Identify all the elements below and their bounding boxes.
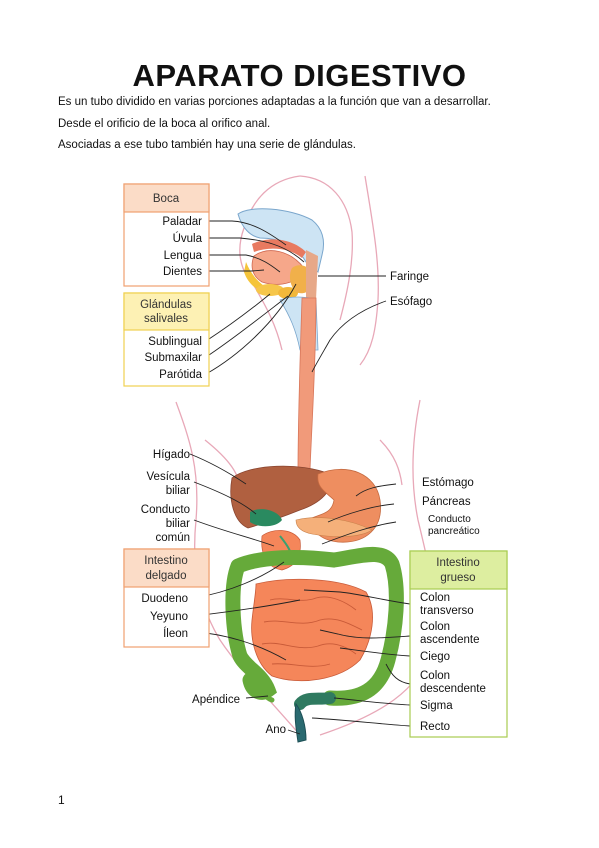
label-estomago: Estómago <box>422 477 474 489</box>
sigmoid <box>294 692 336 710</box>
box-delgado-header-1: Intestino <box>144 555 187 567</box>
label-ileon: Íleon <box>163 627 188 640</box>
label-colon-descendente-1: Colon <box>420 670 450 682</box>
label-colon-ascendente-1: Colon <box>420 621 450 633</box>
label-lengua: Lengua <box>164 250 203 262</box>
label-parotida: Parótida <box>159 369 202 381</box>
label-colon-transverso-1: Colon <box>420 592 450 604</box>
label-ano: Ano <box>266 724 286 736</box>
label-uvula: Úvula <box>173 232 203 245</box>
label-colon-ascendente-2: ascendente <box>420 634 479 646</box>
page-number: 1 <box>58 793 65 807</box>
box-glandulas-header-1: Glándulas <box>140 299 192 311</box>
box-intestino-delgado: Intestino delgado Duodeno Yeyuno Íleon <box>123 548 210 648</box>
box-grueso-header-2: grueso <box>440 572 475 584</box>
sublingual-gland <box>256 284 284 296</box>
small-intestine <box>251 578 373 682</box>
abdominal-organs <box>225 465 404 743</box>
label-pancreas: Páncreas <box>422 496 471 508</box>
label-conducto-biliar-1: Conducto <box>141 504 190 516</box>
box-intestino-grueso: Intestino grueso Colon transverso Colon … <box>409 550 508 738</box>
label-yeyuno: Yeyuno <box>150 611 188 623</box>
box-grueso-header-1: Intestino <box>436 557 479 569</box>
label-conducto-biliar-3: común <box>155 532 190 544</box>
large-intestine <box>225 546 404 706</box>
box-boca-header: Boca <box>153 193 180 205</box>
box-delgado-header-2: delgado <box>146 570 187 582</box>
intro-line-2: Desde el orificio de la boca al orifico … <box>58 118 271 130</box>
page-title: APARATO DIGESTIVO <box>132 58 467 93</box>
label-conducto-biliar-2: biliar <box>166 518 190 530</box>
label-colon-descendente-2: descendente <box>420 683 486 695</box>
label-apendice: Apéndice <box>192 694 240 706</box>
intro-line-3: Asociadas a ese tubo también hay una ser… <box>58 139 356 151</box>
appendix <box>259 681 275 703</box>
box-boca: Boca Paladar Úvula Lengua Dientes <box>123 183 210 287</box>
label-sublingual: Sublingual <box>148 336 202 348</box>
label-recto: Recto <box>420 721 450 733</box>
label-sigma: Sigma <box>420 700 453 712</box>
intro-line-1: Es un tubo dividido en varias porciones … <box>58 96 491 108</box>
label-vesicula-2: biliar <box>166 485 190 497</box>
label-vesicula-1: Vesícula <box>147 471 191 483</box>
gallbladder <box>250 509 282 527</box>
label-paladar: Paladar <box>162 216 202 228</box>
label-duodeno: Duodeno <box>141 593 188 605</box>
leader-lines <box>189 220 411 735</box>
palate <box>252 239 306 258</box>
label-conducto-pancreatico-1: Conducto <box>428 514 471 525</box>
pharynx <box>306 250 318 300</box>
label-conducto-pancreatico-2: pancreático <box>428 526 480 537</box>
label-colon-transverso-2: transverso <box>420 605 474 617</box>
free-labels: Faringe Esófago Hígado Vesícula biliar C… <box>141 271 480 736</box>
box-glandulas-header-2: salivales <box>144 313 188 325</box>
label-ciego: Ciego <box>420 651 450 663</box>
rectum <box>294 702 307 743</box>
label-higado: Hígado <box>153 449 190 461</box>
label-dientes: Dientes <box>163 266 202 278</box>
label-faringe: Faringe <box>390 271 429 283</box>
small-intestine-folds <box>261 596 363 667</box>
label-submaxilar: Submaxilar <box>144 352 202 364</box>
box-glandulas: Glándulas salivales Sublingual Submaxila… <box>123 292 210 387</box>
teeth <box>244 262 268 292</box>
label-esofago: Esófago <box>390 296 432 308</box>
pancreas <box>295 517 373 537</box>
